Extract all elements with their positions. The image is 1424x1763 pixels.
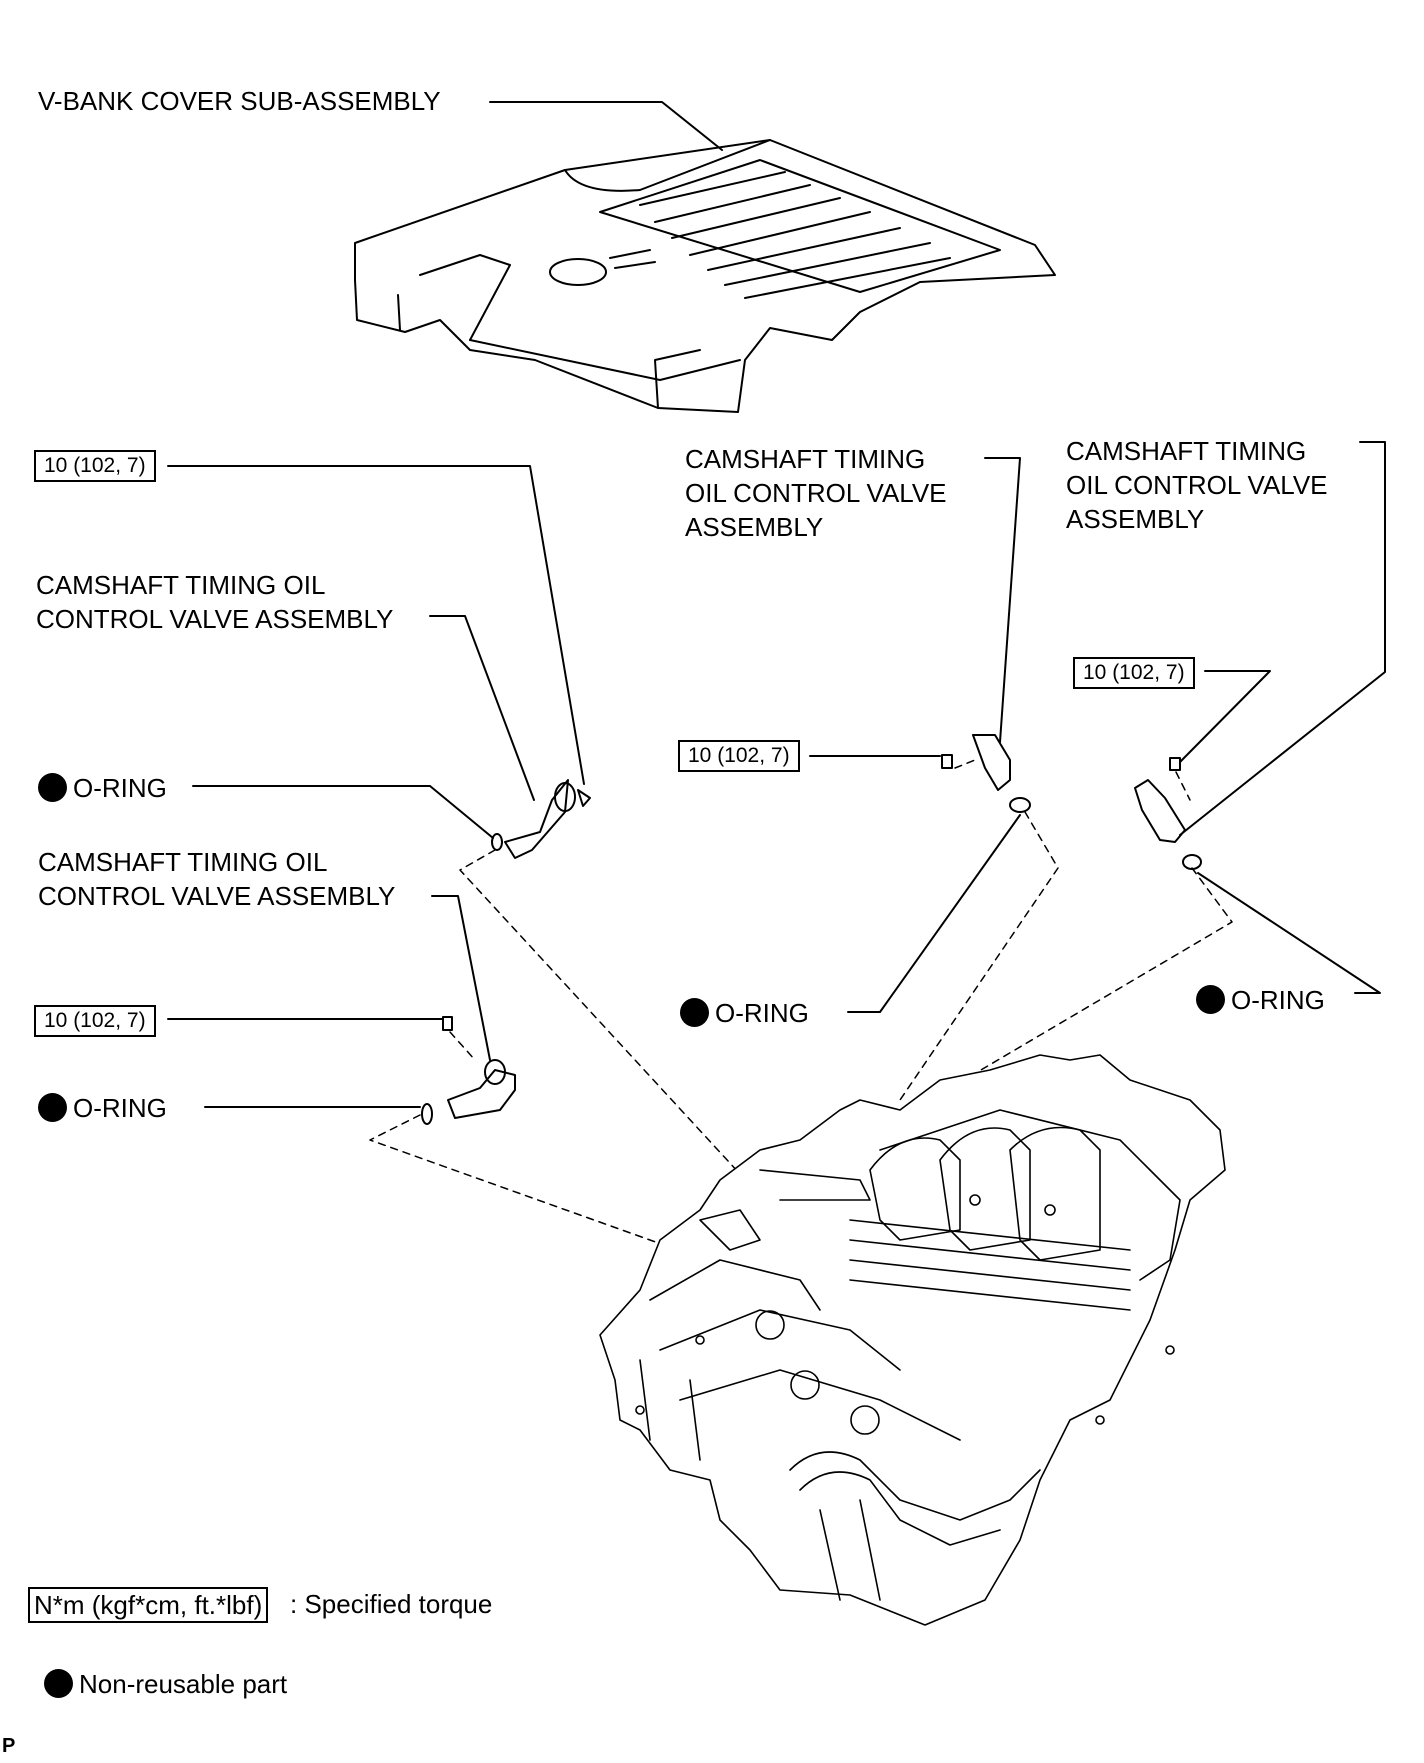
oring-right-label: O-RING	[1196, 983, 1325, 1017]
ocv-left-upper-label: CAMSHAFT TIMING OIL CONTROL VALVE ASSEMB…	[36, 568, 393, 636]
ocv-mid-label: CAMSHAFT TIMING OIL CONTROL VALVE ASSEMB…	[685, 442, 947, 544]
ocv-left-upper-line2: CONTROL VALVE ASSEMBLY	[36, 604, 394, 634]
oring-text: O-RING	[1231, 985, 1325, 1015]
ocv-right-line3: ASSEMBLY	[1066, 504, 1205, 534]
ocv-mid-drawing	[941, 734, 1031, 813]
ocv-right-drawing	[1134, 757, 1202, 870]
legend-nonreusable-text: Non-reusable part	[79, 1669, 288, 1699]
legend-torque-desc: : Specified torque	[290, 1589, 493, 1619]
torque-box-mid: 10 (102, 7)	[678, 740, 800, 772]
ocv-right-label: CAMSHAFT TIMING OIL CONTROL VALVE ASSEMB…	[1066, 434, 1328, 536]
torque-box-left-lower: 10 (102, 7)	[34, 1005, 156, 1037]
ocv-left-lower-label: CAMSHAFT TIMING OIL CONTROL VALVE ASSEMB…	[38, 845, 395, 913]
torque-box-right: 10 (102, 7)	[1073, 657, 1195, 689]
ocv-right-line2: OIL CONTROL VALVE	[1066, 470, 1328, 500]
non-reusable-dot-icon	[44, 1669, 73, 1698]
oring-left-lower-label: O-RING	[38, 1091, 167, 1125]
ocv-mid-line1: CAMSHAFT TIMING	[685, 444, 926, 474]
legend-nonreusable: Non-reusable part	[44, 1667, 287, 1701]
ocv-right-line1: CAMSHAFT TIMING	[1066, 436, 1307, 466]
oring-text: O-RING	[73, 1093, 167, 1123]
non-reusable-dot-icon	[38, 1093, 67, 1122]
ocv-left-lower-line1: CAMSHAFT TIMING OIL	[38, 847, 328, 877]
corner-mark: P	[2, 1735, 16, 1757]
ocv-mid-line3: ASSEMBLY	[685, 512, 824, 542]
oring-mid-label: O-RING	[680, 996, 809, 1030]
oring-text: O-RING	[715, 998, 809, 1028]
non-reusable-dot-icon	[38, 773, 67, 802]
ocv-left-upper-drawing	[491, 779, 591, 859]
ocv-left-lower-drawing	[421, 1016, 516, 1125]
v-bank-cover-drawing	[354, 139, 1056, 413]
legend-torque-unit: N*m (kgf*cm, ft.*lbf)	[28, 1587, 269, 1623]
ocv-left-lower-line2: CONTROL VALVE ASSEMBLY	[38, 881, 396, 911]
oring-text: O-RING	[73, 773, 167, 803]
v-bank-cover-label: V-BANK COVER SUB-ASSEMBLY	[38, 86, 441, 116]
non-reusable-dot-icon	[680, 998, 709, 1027]
engine-drawing	[599, 1054, 1226, 1626]
torque-box-left-upper: 10 (102, 7)	[34, 450, 156, 482]
non-reusable-dot-icon	[1196, 985, 1225, 1014]
ocv-left-upper-line1: CAMSHAFT TIMING OIL	[36, 570, 326, 600]
ocv-mid-line2: OIL CONTROL VALVE	[685, 478, 947, 508]
oring-left-upper-label: O-RING	[38, 771, 167, 805]
